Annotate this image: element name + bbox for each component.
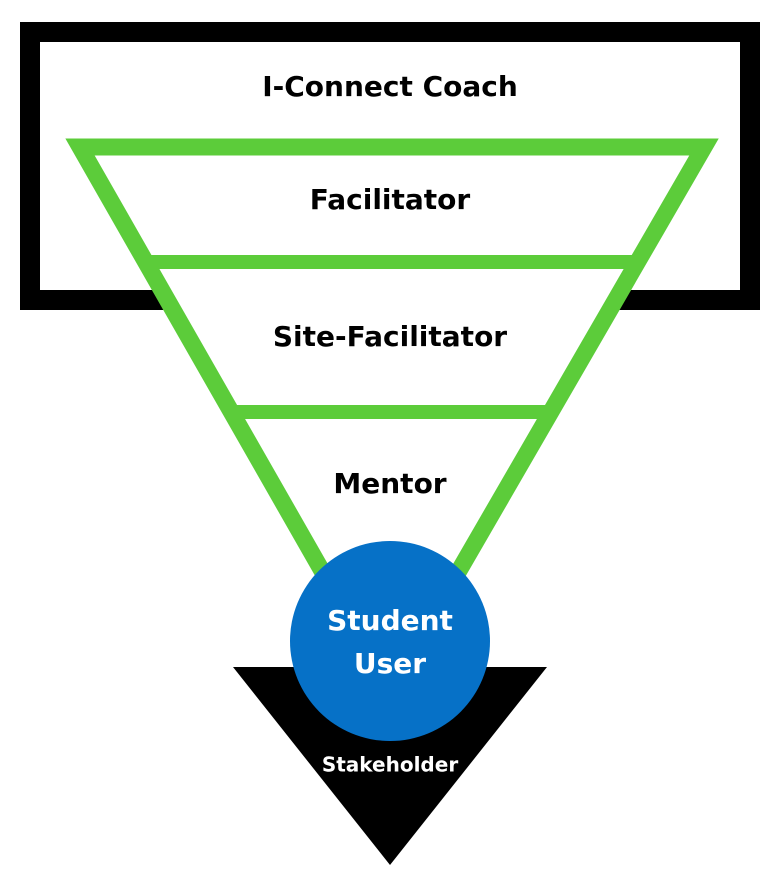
coach-label: I-Connect Coach	[262, 70, 518, 103]
stakeholder-triangle	[233, 667, 547, 865]
student-circle	[290, 541, 490, 741]
level-label-facilitator: Facilitator	[310, 183, 471, 216]
stakeholder-label: Stakeholder	[322, 753, 459, 777]
student-label-line2: User	[354, 647, 426, 680]
level-label-site-facilitator: Site-Facilitator	[273, 320, 507, 353]
student-label-line1: Student	[327, 604, 453, 637]
level-label-mentor: Mentor	[333, 467, 446, 500]
